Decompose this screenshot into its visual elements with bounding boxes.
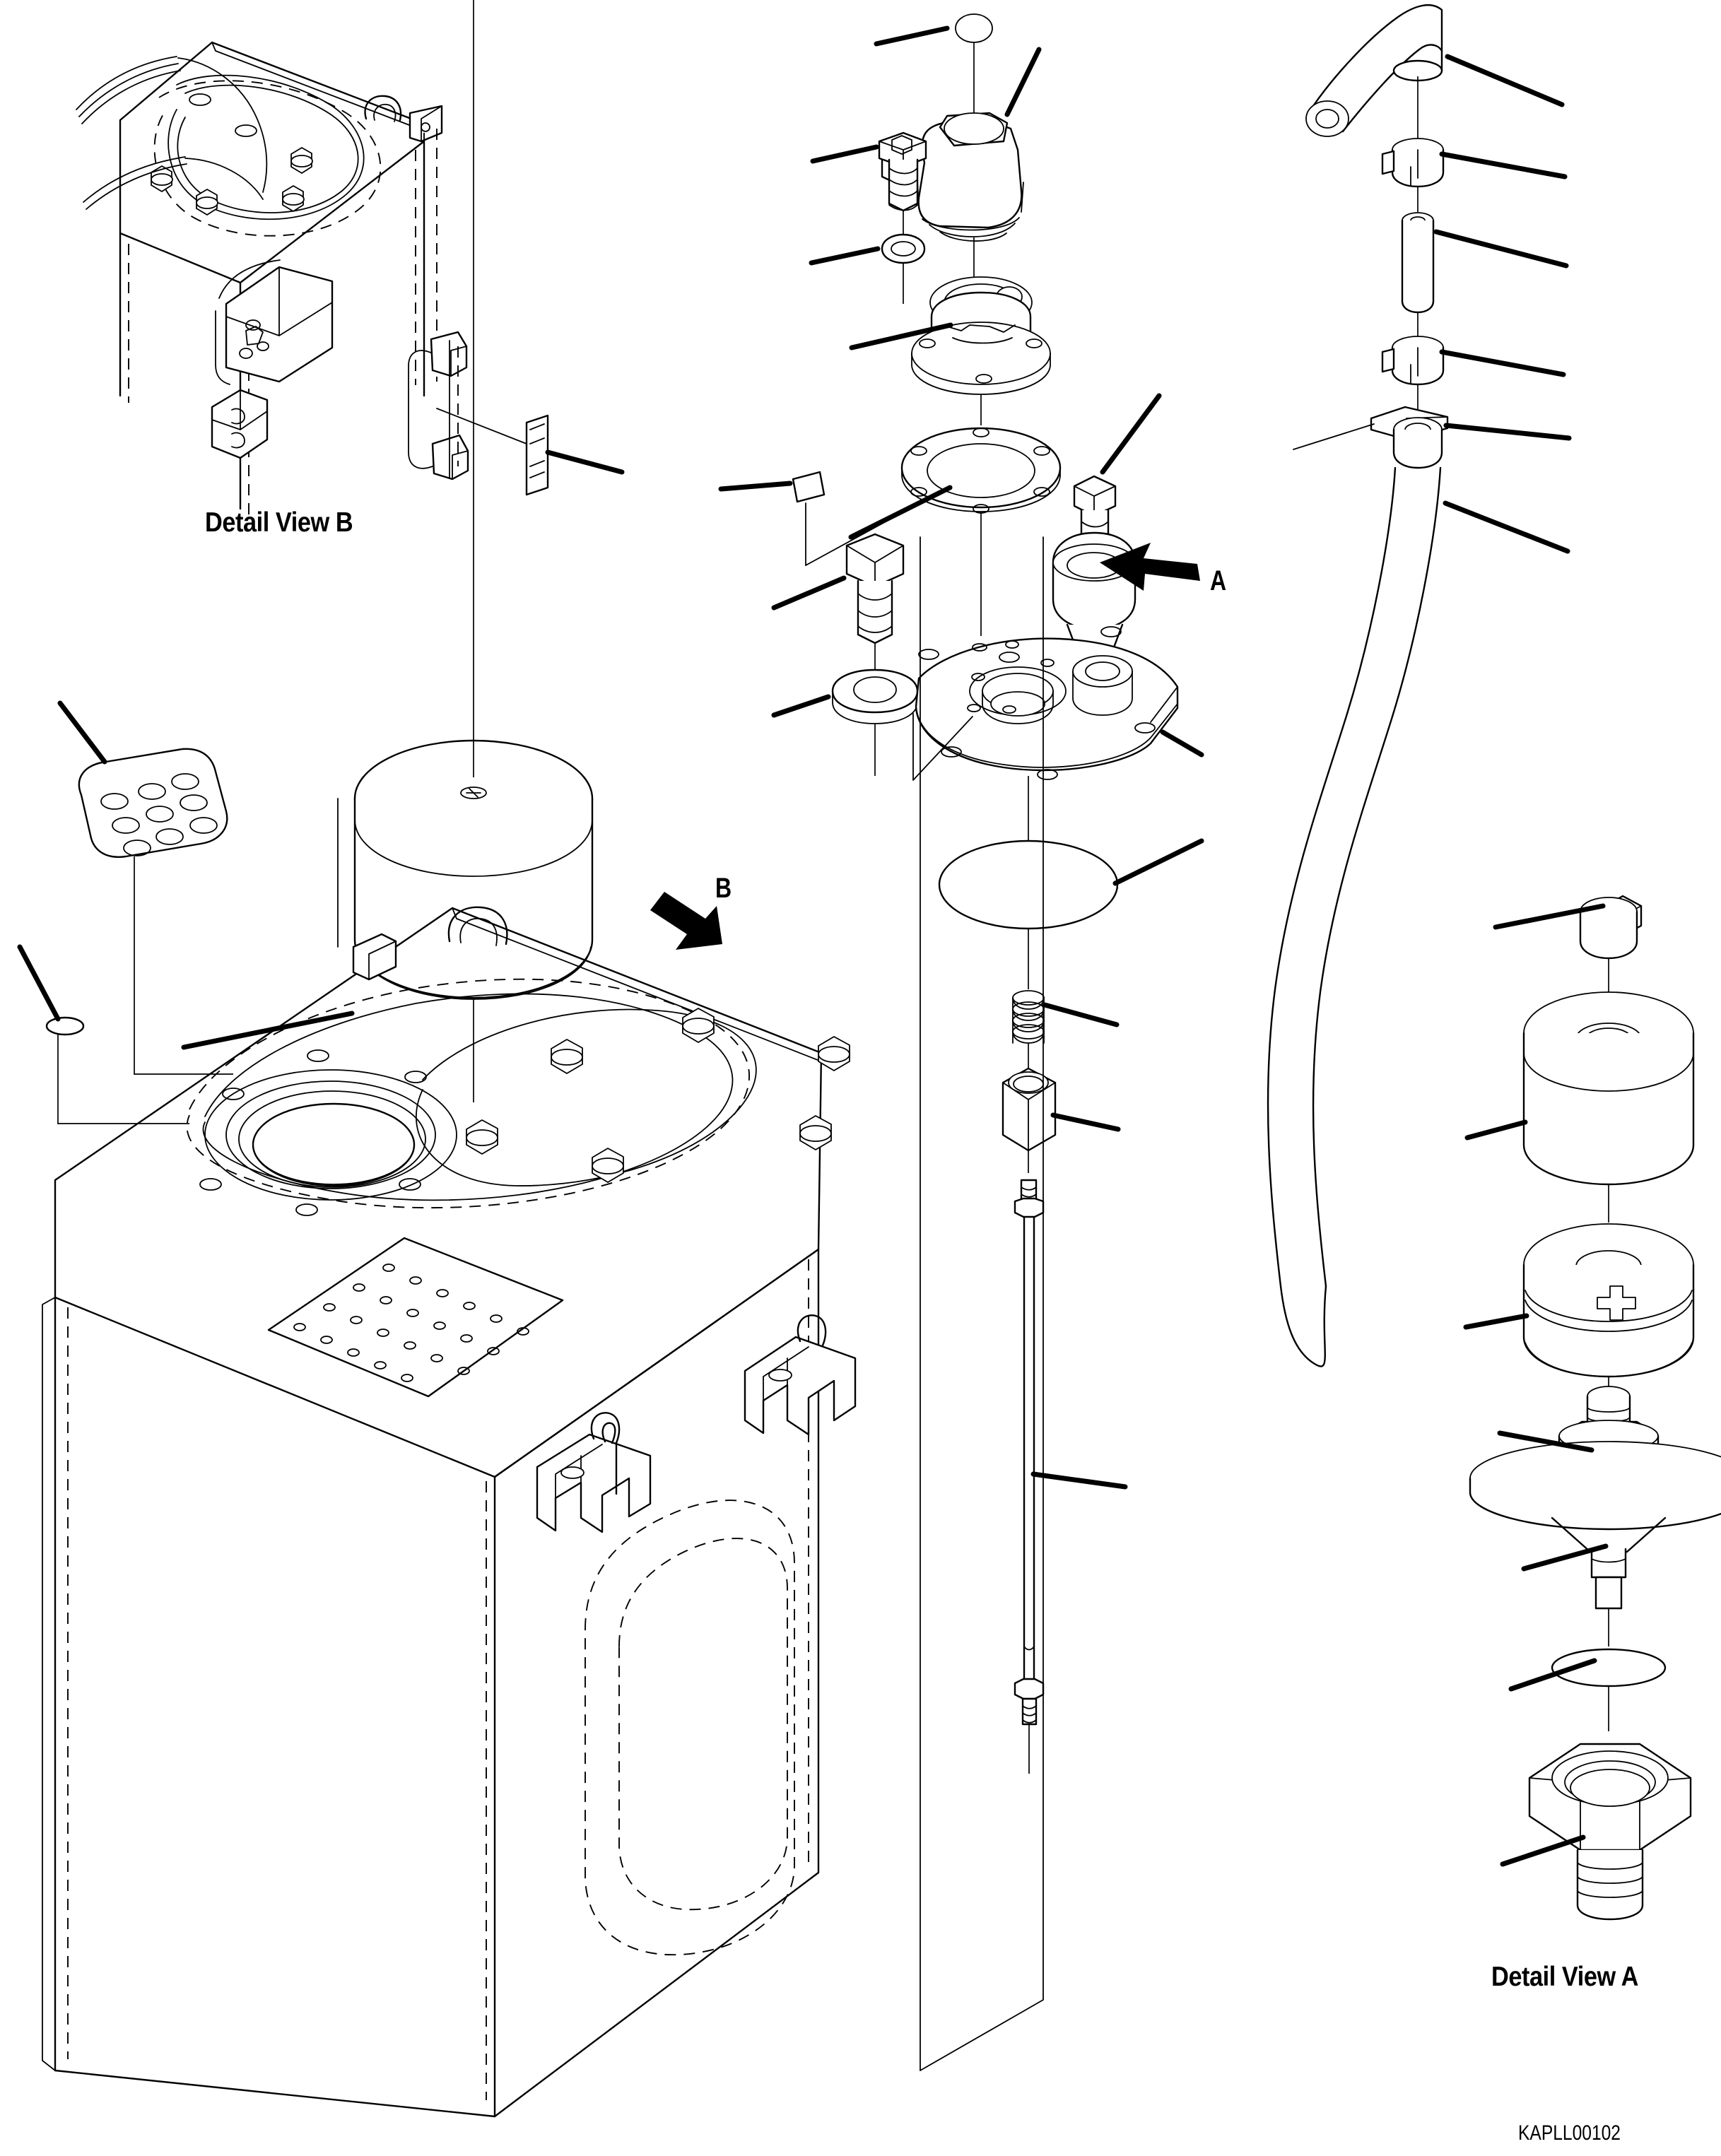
- section-arrow-b-icon: [650, 892, 722, 950]
- detail-view-b-group: [76, 41, 625, 516]
- detail-view-a-group: [1463, 895, 1721, 1921]
- section-arrows-group: [650, 543, 1200, 950]
- tank-group: [17, 0, 857, 2118]
- filler-assembly-group: [718, 13, 1204, 989]
- section-arrow-b-label: B: [715, 873, 732, 904]
- drawing-code-label: KAPLL00102: [1518, 2121, 1621, 2145]
- hose-assembly-group: [1267, 4, 1572, 1367]
- suction-assembly-group: [920, 536, 1128, 2071]
- detail-view-b-label: Detail View B: [205, 507, 353, 538]
- section-arrow-a-icon: [1100, 543, 1200, 591]
- detail-view-a-label: Detail View A: [1491, 1962, 1638, 1992]
- section-arrow-a-label: A: [1210, 565, 1226, 596]
